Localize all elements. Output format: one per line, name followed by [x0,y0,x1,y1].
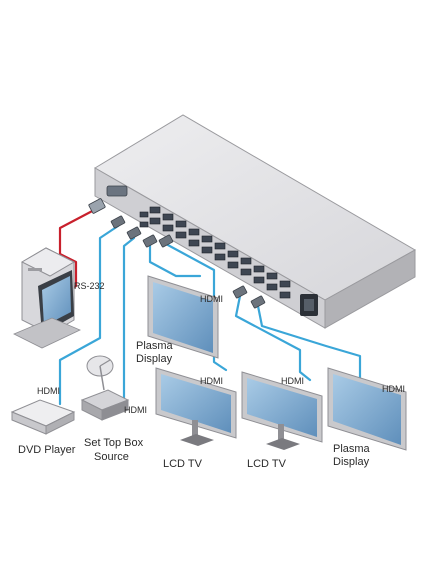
cables [58,206,388,406]
dvd-player-icon [10,399,76,435]
lcd-tv-icon-2 [241,371,323,450]
dvd-player-label: DVD Player [18,444,76,456]
hdmi-label-stb: HDMI [124,405,147,415]
lcd-tv-label-1: LCD TV [163,458,203,470]
hdmi-label-lcd1: HDMI [200,376,223,386]
hdmi-cable-plasma-top [148,243,202,278]
computer-icon [13,247,81,349]
plasma-right-label-1: Plasma [333,443,371,455]
hdmi-label-dvd: HDMI [37,386,60,396]
lcd-tv-label-2: LCD TV [247,458,287,470]
hdmi-label-plasma-right: HDMI [382,384,405,394]
plasma-right-label-2: Display [333,456,370,468]
hdmi-label-lcd2: HDMI [281,376,304,386]
hdmi-cable-dvd [58,224,120,406]
plasma-display-icon [147,275,219,359]
plasma-top-label-2: Display [136,353,173,365]
matrix-switcher-icon [94,114,417,329]
set-top-box-icon [80,389,130,421]
rs232-label: RS-232 [74,281,105,291]
stb-label-1: Set Top Box [84,437,144,449]
stb-label-2: Source [94,451,129,463]
plasma-display-icon-right [327,367,407,451]
hdmi-connectors [88,198,266,309]
hdmi-label-plasma-top: HDMI [200,294,223,304]
satellite-dish-icon [86,355,114,391]
hdmi-cable-lcd2 [234,294,312,382]
plasma-top-label-1: Plasma [136,340,174,352]
lcd-tv-icon [155,367,237,446]
hdmi-cable-stb [122,236,136,402]
